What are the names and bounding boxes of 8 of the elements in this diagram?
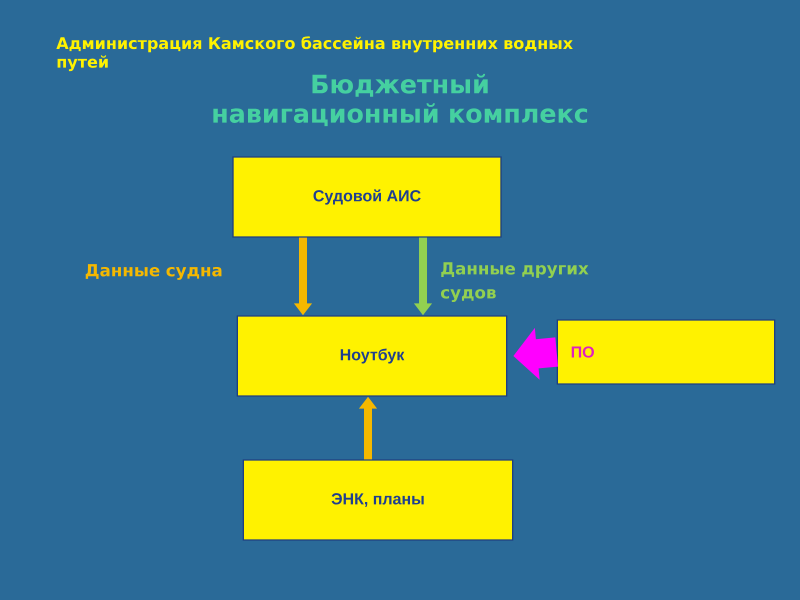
- edge-label: Данные судна: [86, 264, 222, 280]
- process-box: Судовой АИС: [232, 156, 502, 238]
- process-box: ЭНК, планы: [242, 459, 514, 541]
- header-text: Администрация Камского бассейна внутренних водных путей: [56, 36, 573, 72]
- slide-title: Бюджетный навигационный комплекс: [213, 74, 588, 126]
- software-box: ПО: [556, 319, 776, 385]
- edge-label: Данные других судов: [440, 262, 588, 302]
- process-box: Ноутбук: [236, 315, 508, 397]
